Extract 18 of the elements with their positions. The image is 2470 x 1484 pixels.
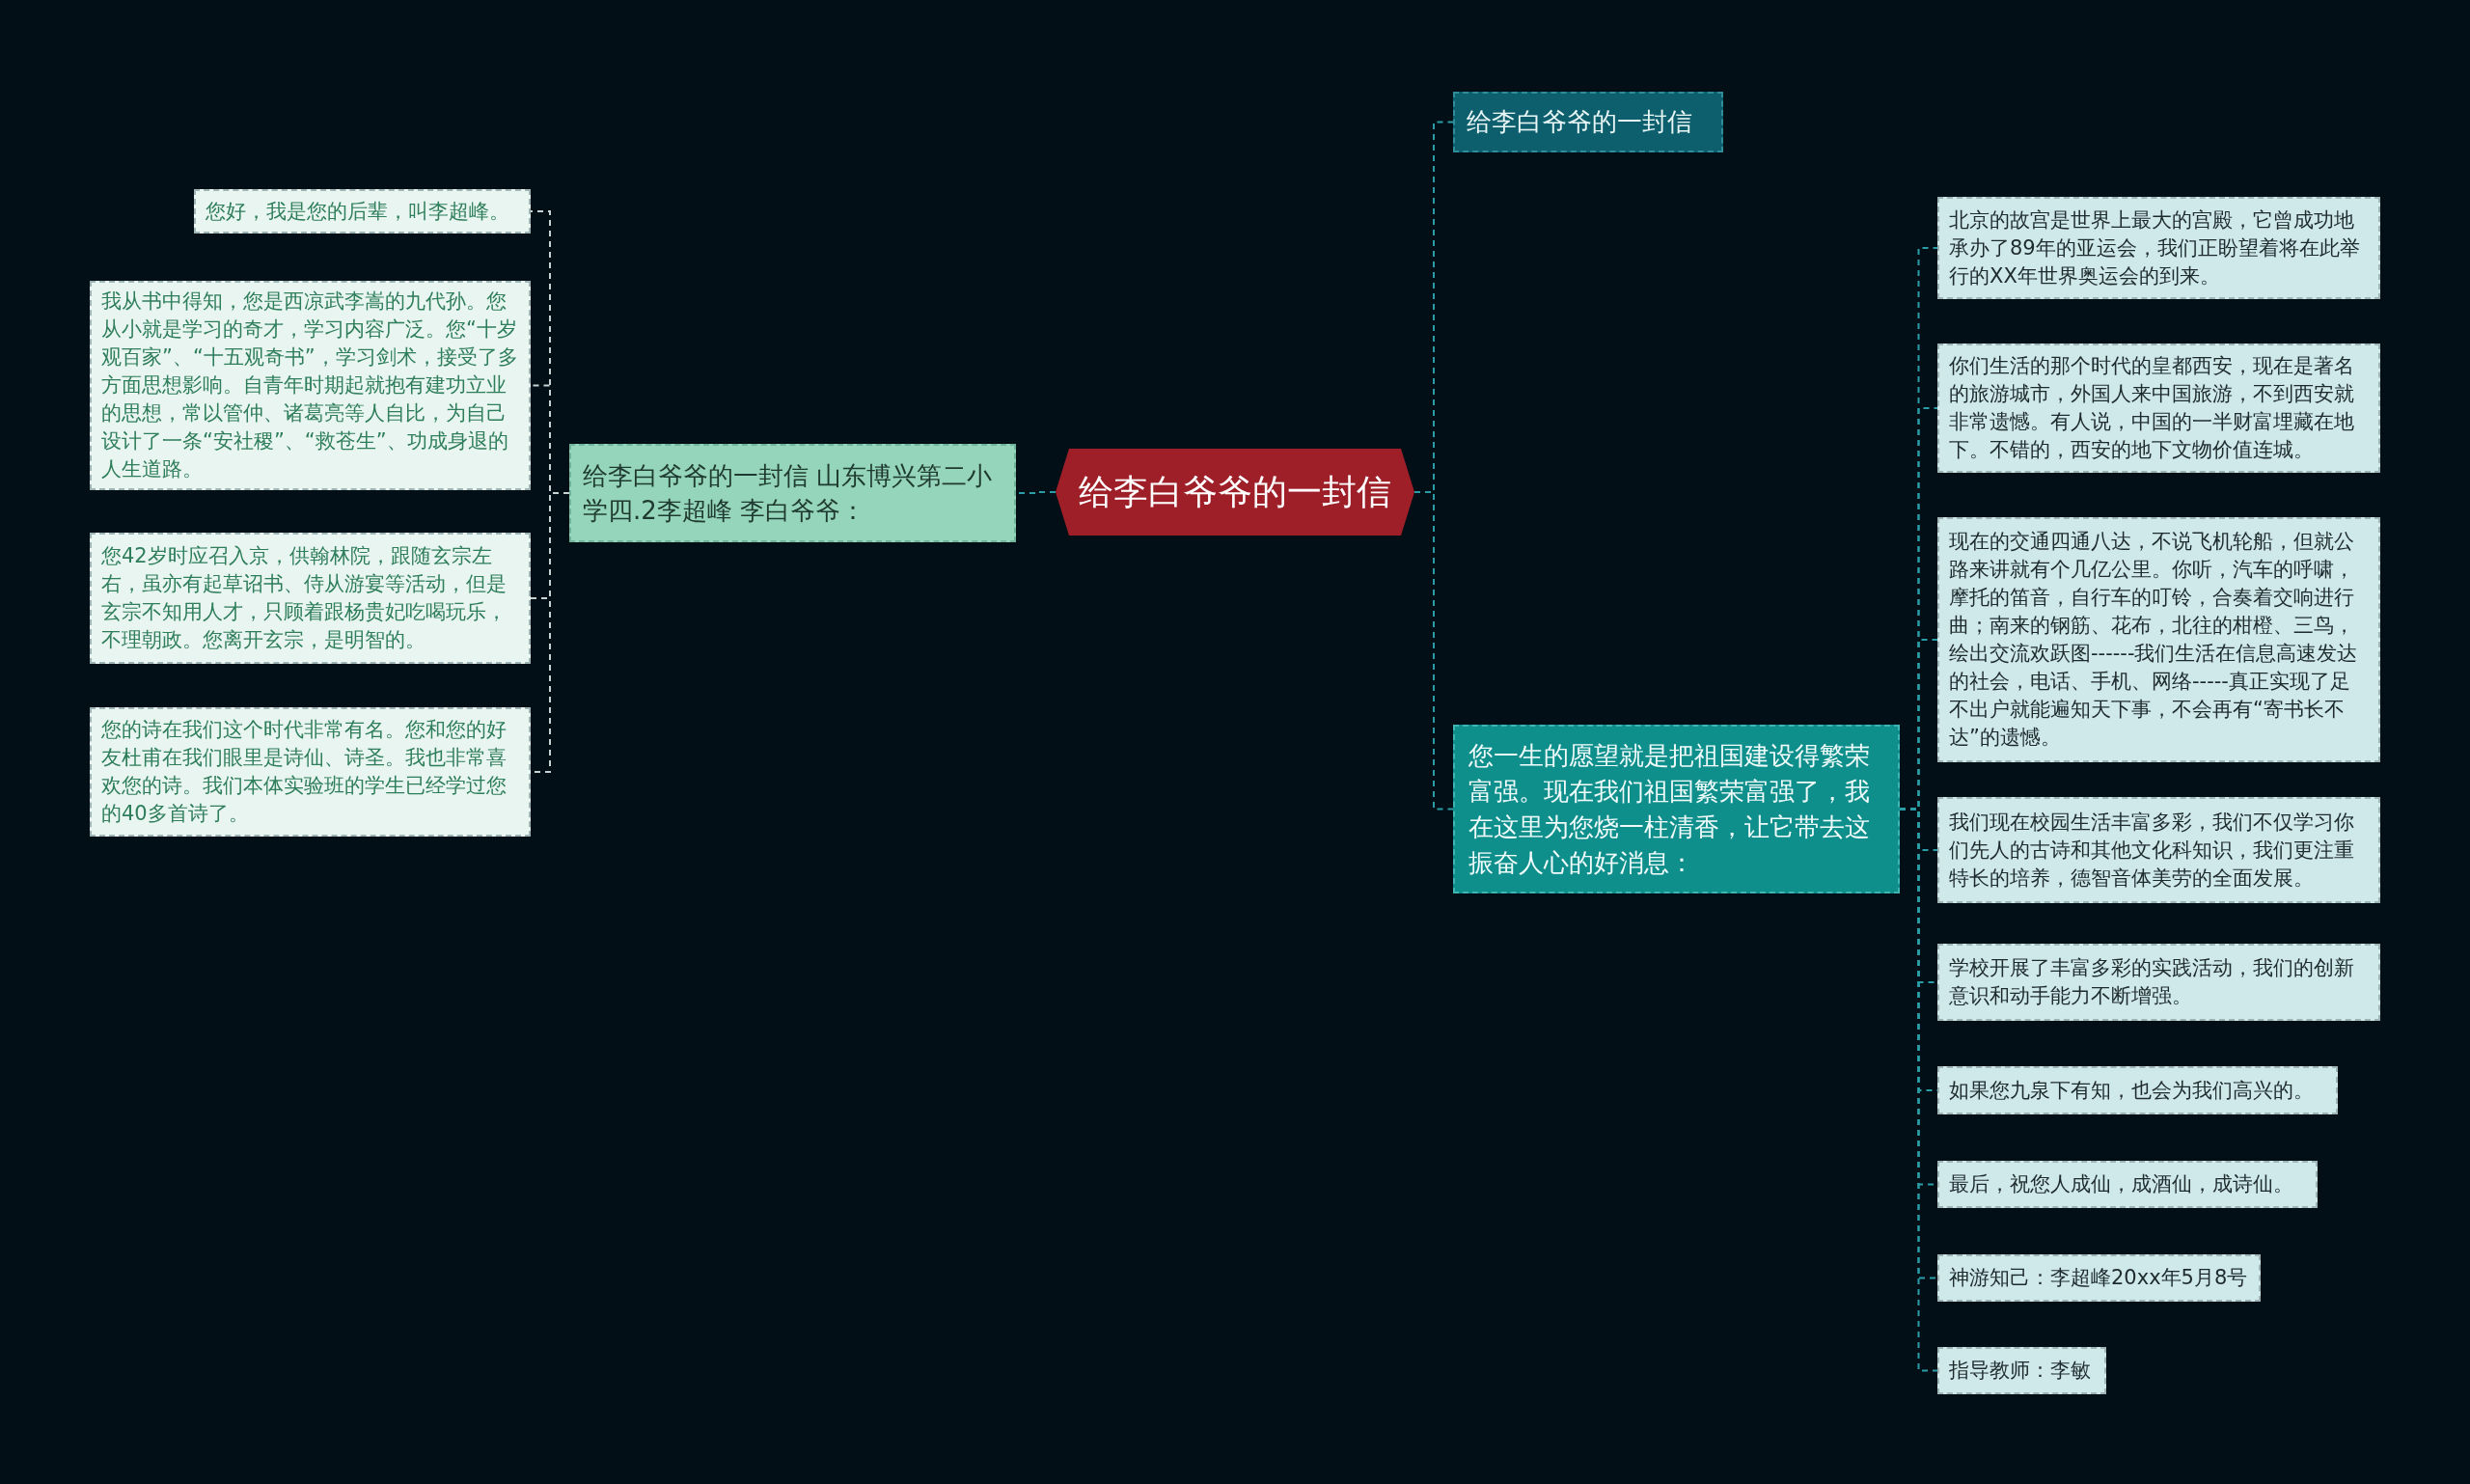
text-box: 您好，我是您的后辈，叫李超峰。 bbox=[194, 189, 531, 234]
text-box: 指导教师：李敏 bbox=[1937, 1347, 2106, 1394]
text-box: 您的诗在我们这个时代非常有名。您和您的好友杜甫在我们眼里是诗仙、诗圣。我也非常喜欢您的诗。我们本体实验班的学生已经学过您的40多首诗了。 bbox=[90, 707, 531, 837]
topic-box: 给李白爷爷的一封信 山东博兴第二小学四.2李超峰 李白爷爷： bbox=[569, 444, 1016, 542]
central-topic-box: 给李白爷爷的一封信 bbox=[1056, 449, 1414, 536]
text-box: 如果您九泉下有知，也会为我们高兴的。 bbox=[1937, 1066, 2338, 1114]
topic-box: 您一生的愿望就是把祖国建设得繁荣富强。现在我们祖国繁荣富强了，我在这里为您烧一柱清香，让它带去这振奋人心的好消息： bbox=[1453, 725, 1900, 893]
connector-line bbox=[1413, 491, 1454, 811]
text-box: 我们现在校园生活丰富多彩，我们不仅学习你们先人的古诗和其他文化科知识，我们更注重特长的培养，德智音体美劳的全面发展。 bbox=[1937, 797, 2380, 903]
text-box: 北京的故宫是世界上最大的宫殿，它曾成功地承办了89年的亚运会，我们正盼望着将在此举行的XX年世界奥运会的到来。 bbox=[1937, 197, 2380, 299]
text-box: 你们生活的那个时代的皇都西安，现在是著名的旅游城市，外国人来中国旅游，不到西安就非常遗憾。有人说，中国的一半财富埋藏在地下。不错的，西安的地下文物价值连城。 bbox=[1937, 344, 2380, 473]
text-box: 最后，祝您人成仙，成酒仙，成诗仙。 bbox=[1937, 1161, 2318, 1208]
text-box: 神游知己：李超峰20xx年5月8号 bbox=[1937, 1254, 2261, 1302]
text-box: 您42岁时应召入京，供翰林院，跟随玄宗左右，虽亦有起草诏书、侍从游宴等活动，但是玄宗不知用人才，只顾着跟杨贵妃吃喝玩乐，不理朝政。您离开玄宗，是明智的。 bbox=[90, 533, 531, 664]
topic-box: 给李白爷爷的一封信 bbox=[1453, 92, 1723, 152]
text-box: 学校开展了丰富多彩的实践活动，我们的创新意识和动手能力不断增强。 bbox=[1937, 944, 2380, 1021]
text-box: 我从书中得知，您是西凉武李嵩的九代孙。您从小就是学习的奇才，学习内容广泛。您“十岁观百家”、“十五观奇书”，学习剑术，接受了多方面思想影响。自青年时期起就抱有建功立业的思想，常以管仲、诸葛亮等人自比，为自己设计了一条“安社稷”、“救苍生”、功成身退的人生道路。 bbox=[90, 281, 531, 490]
text-box: 现在的交通四通八达，不说飞机轮船，但就公路来讲就有个几亿公里。你听，汽车的呼啸，摩托的笛音，自行车的叮铃，合奏着交响进行曲；南来的钢筋、花布，北往的柑橙、三鸟，绘出交流欢跃图------我们生活在信息高速发达的社会，电话、手机、网络-----真正实现了足不出户就能遍知天下事，不会再有“寄书长不达”的遗憾。 bbox=[1937, 517, 2380, 762]
